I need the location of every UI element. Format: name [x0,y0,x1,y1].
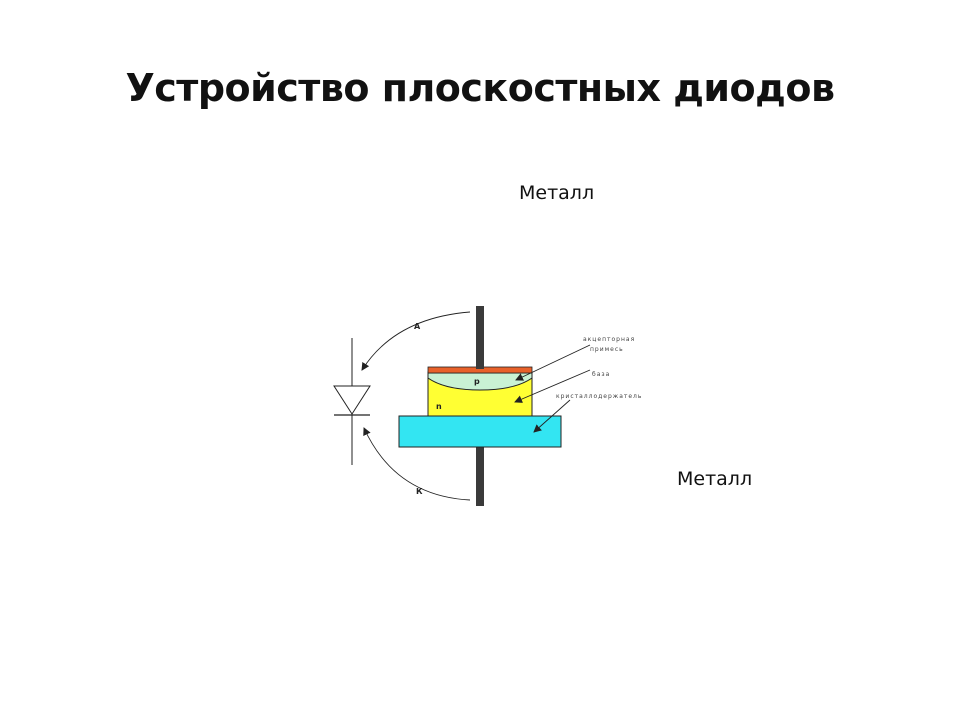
crystal-holder-label: кристаллодержатель [556,393,642,400]
metal-lead-front [476,306,484,369]
p-region [427,372,533,391]
acceptor-pointer [515,344,591,381]
anode-label: А [414,322,421,331]
crystal-holder-pointer [533,399,571,433]
metal-label-top: Металл [519,182,595,204]
cathode-arrow [363,427,471,501]
acceptor-label-line2: примесь [590,346,624,353]
metal-label-bottom: Металл [677,468,753,490]
acceptor-label-line1: акцепторная [583,336,635,343]
n-region-label: n [436,402,442,411]
cathode-label: К [416,487,423,496]
diode-symbol-icon [333,338,371,465]
crystal-holder [398,415,562,448]
p-region-label: p [474,377,480,386]
slide-title: Устройство плоскостных диодов [125,66,835,110]
base-pointer [514,369,591,403]
anode-arrow [361,311,471,371]
base-label: база [592,371,610,378]
